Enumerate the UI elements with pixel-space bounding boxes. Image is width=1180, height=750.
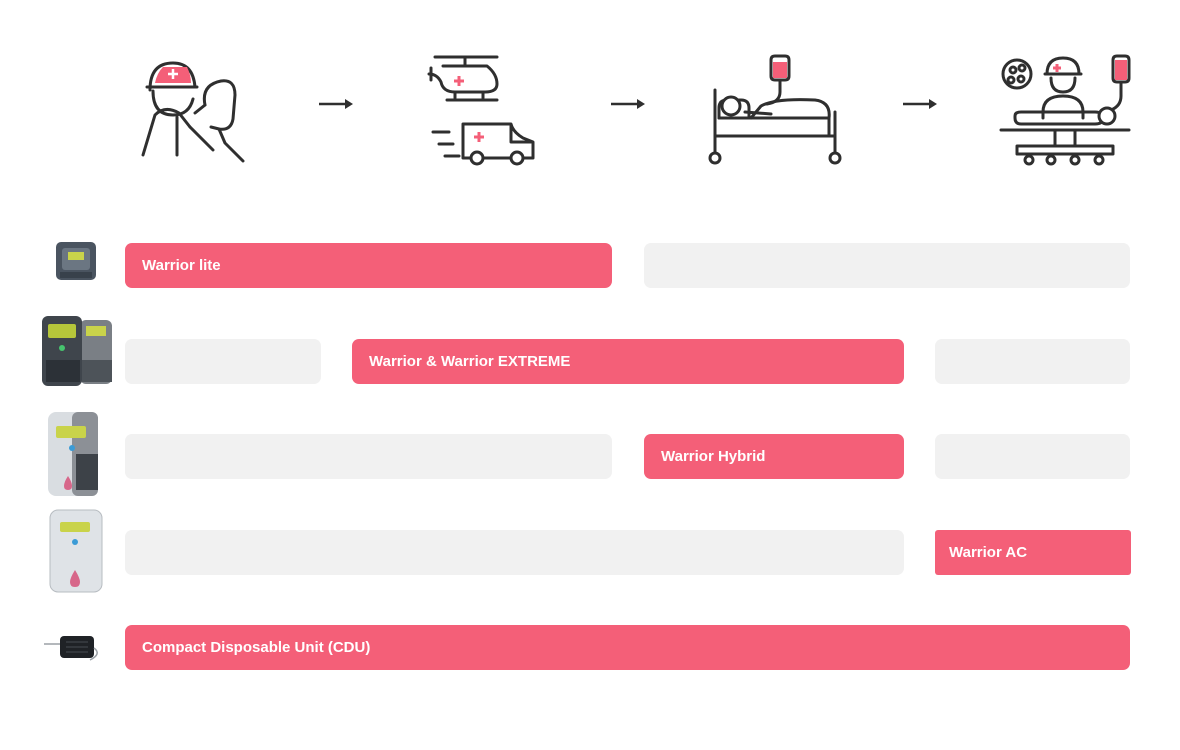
row-warrior-hybrid-empty-segment xyxy=(125,434,612,479)
row-warrior-extreme-empty-segment xyxy=(935,339,1130,384)
arrow-right-icon xyxy=(611,99,645,109)
row-cdu-label: Compact Disposable Unit (CDU) xyxy=(142,639,371,656)
row-warrior-extreme-label: Warrior & Warrior EXTREME xyxy=(369,353,571,370)
warrior-extreme-device-image xyxy=(42,316,112,386)
patient-in-bed-icon xyxy=(708,54,842,165)
helicopter-and-ambulance-icon xyxy=(427,55,535,166)
warrior-ac-device-image xyxy=(49,509,103,593)
medic-with-iv-bag-icon xyxy=(141,61,245,163)
cdu-device-image xyxy=(44,636,98,661)
row-warrior-extreme-empty-segment xyxy=(125,339,321,384)
arrow-right-icon xyxy=(319,99,353,109)
row-warrior-ac-label: Warrior AC xyxy=(949,544,1028,561)
surgeon-operating-table-icon xyxy=(999,54,1131,166)
row-cdu-bar: Compact Disposable Unit (CDU) xyxy=(125,625,1130,670)
row-warrior-ac-bar: Warrior AC xyxy=(935,530,1131,575)
row-warrior-lite-bar: Warrior lite xyxy=(125,243,612,288)
warrior-lite-device-image xyxy=(56,242,96,280)
row-warrior-hybrid-bar: Warrior Hybrid xyxy=(644,434,904,479)
row-warrior-ac-empty-segment xyxy=(125,530,904,575)
arrow-right-icon xyxy=(903,99,937,109)
row-warrior-hybrid-label: Warrior Hybrid xyxy=(661,448,766,465)
warrior-hybrid-device-image xyxy=(48,412,98,496)
row-warrior-extreme-bar: Warrior & Warrior EXTREME xyxy=(352,339,904,384)
row-warrior-lite-label: Warrior lite xyxy=(142,257,221,274)
row-warrior-lite-empty-segment xyxy=(644,243,1130,288)
row-warrior-hybrid-empty-segment xyxy=(935,434,1130,479)
